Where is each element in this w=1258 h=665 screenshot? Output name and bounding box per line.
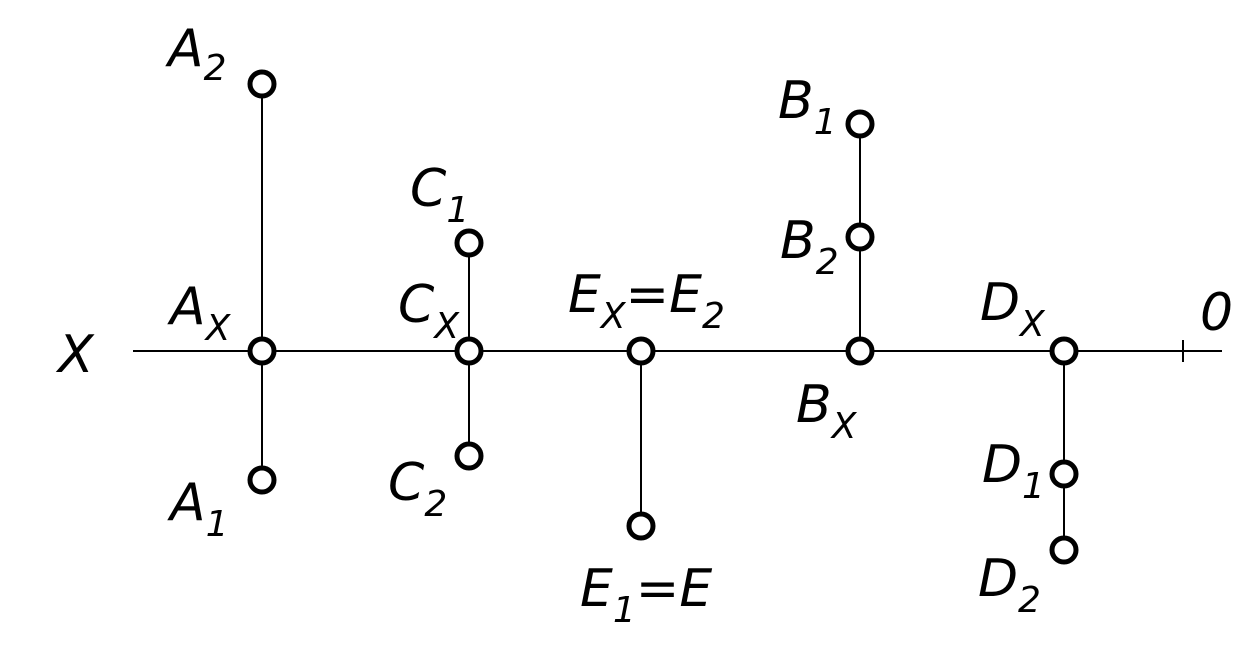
label-dx: DX bbox=[980, 273, 1046, 345]
point-e1 bbox=[626, 511, 656, 541]
label-c2: C2 bbox=[388, 453, 447, 525]
label-ex-eq-e2: EX=E2 bbox=[568, 265, 725, 337]
label-d2: D2 bbox=[978, 549, 1041, 621]
label-a2: A2 bbox=[165, 19, 226, 89]
point-cx bbox=[454, 336, 484, 366]
point-bx bbox=[845, 336, 875, 366]
label-b2: B2 bbox=[780, 211, 839, 283]
axis-label-origin: 0 bbox=[1200, 283, 1233, 343]
point-a2 bbox=[247, 69, 277, 99]
axis-label-x: X bbox=[55, 325, 95, 385]
label-c1: C1 bbox=[410, 159, 469, 231]
point-b1 bbox=[845, 109, 875, 139]
point-ex bbox=[626, 336, 656, 366]
label-e1-eq-e: E1=E bbox=[580, 559, 712, 631]
label-a1: A1 bbox=[167, 473, 228, 545]
point-c1 bbox=[454, 228, 484, 258]
point-ax bbox=[247, 336, 277, 366]
label-ax: AX bbox=[167, 277, 232, 349]
label-cx: CX bbox=[398, 275, 460, 347]
label-b1: B1 bbox=[778, 71, 837, 143]
point-b2 bbox=[845, 222, 875, 252]
point-d2 bbox=[1049, 535, 1079, 565]
label-bx: BX bbox=[796, 375, 858, 447]
point-a1 bbox=[247, 465, 277, 495]
point-d1 bbox=[1049, 459, 1079, 489]
label-d1: D1 bbox=[982, 435, 1045, 507]
point-c2 bbox=[454, 441, 484, 471]
point-dx bbox=[1049, 336, 1079, 366]
